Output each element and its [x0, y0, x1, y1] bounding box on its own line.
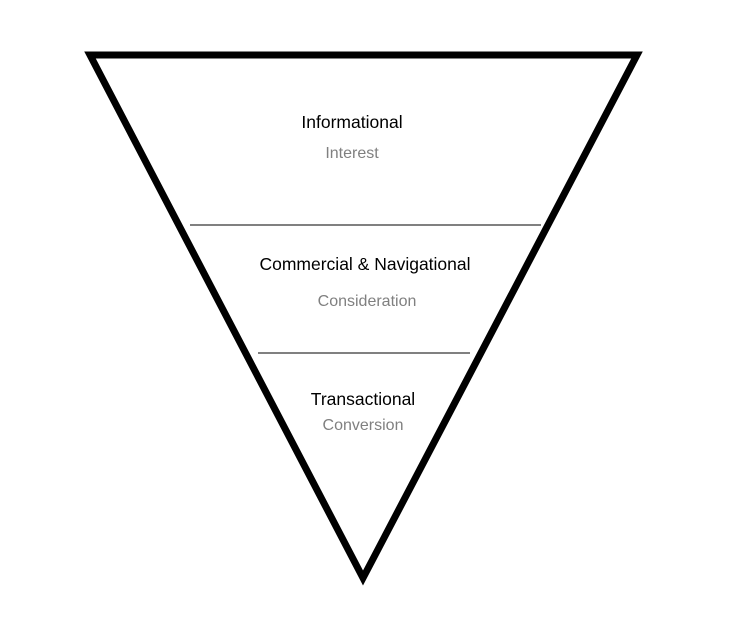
stage-title-informational: Informational [301, 112, 403, 132]
stage-subtitle-interest: Interest [325, 145, 379, 162]
stage-title-transactional: Transactional [310, 389, 416, 409]
inverted-triangle-outline [84, 51, 643, 586]
stage-subtitle-conversion: Conversion [322, 417, 404, 434]
stage-subtitle-consideration: Consideration [317, 293, 417, 310]
stage-title-commercial-navigational: Commercial & Navigational [259, 254, 471, 274]
